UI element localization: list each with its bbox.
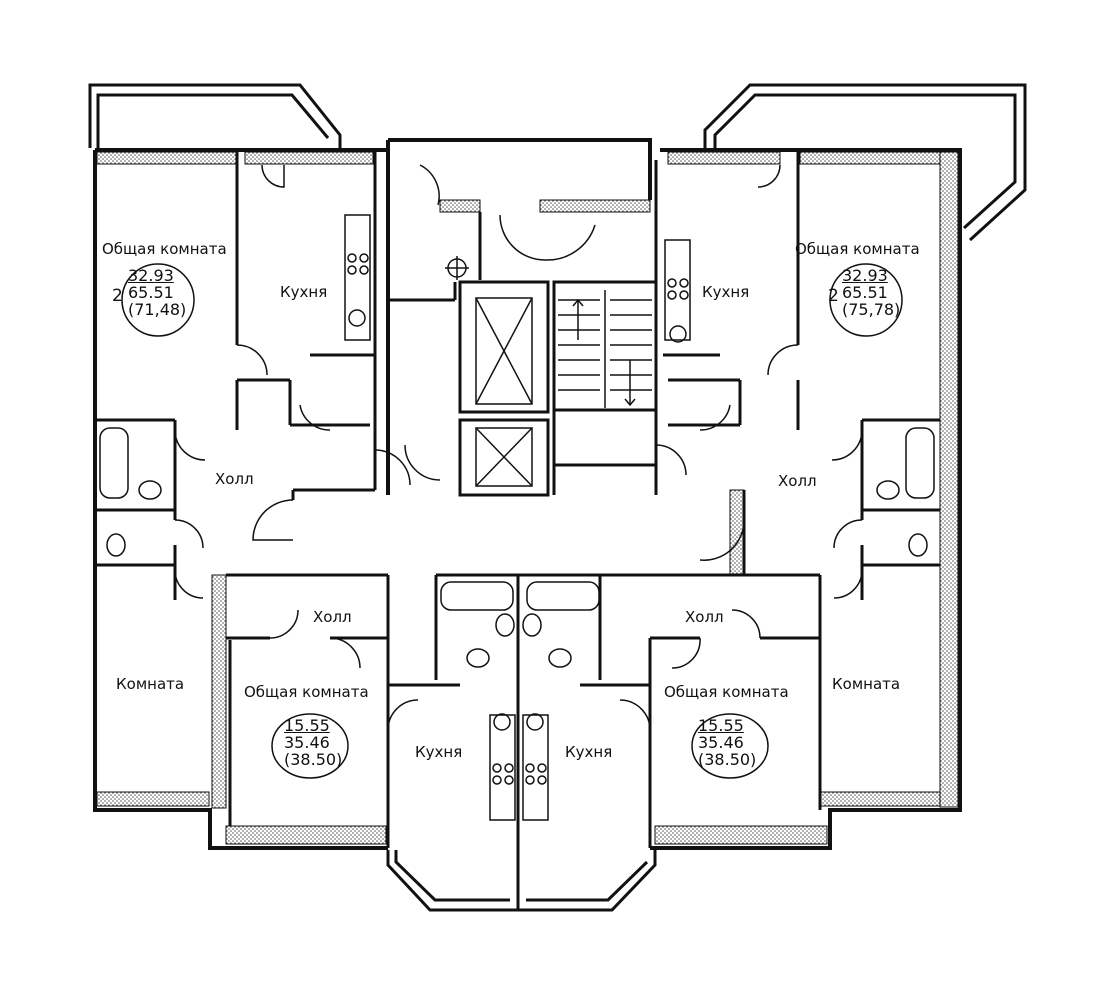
label-left-room: Комната: [116, 675, 185, 693]
label-bc-kitchen-left: Кухня: [415, 743, 463, 761]
living-area-tr: 32.93: [842, 266, 888, 285]
staircase: [558, 290, 652, 408]
area-block-bl: 15.55 35.46 (38.50): [284, 716, 343, 769]
rooms-count-tl: 2: [112, 286, 123, 306]
label-right-hall: Холл: [778, 472, 817, 490]
elevator-shafts: [475, 297, 533, 487]
living-area-tl: 32.93: [128, 266, 174, 285]
balcony-area-tl: (71,48): [128, 299, 187, 319]
label-br-living-room: Общая комната: [664, 683, 789, 701]
kitchen-stoves: [344, 214, 691, 821]
label-tr-kitchen: Кухня: [702, 283, 750, 301]
total-area-tr: 65.51: [842, 282, 888, 302]
label-left-hall: Холл: [215, 470, 254, 488]
label-bc-kitchen-right: Кухня: [565, 743, 613, 761]
toilets-sinks: [106, 480, 928, 668]
balconies: [88, 83, 1027, 912]
masonry-hatch: [96, 151, 959, 845]
balcony-area-tr: (75,78): [842, 299, 901, 319]
total-area-bl: 35.46: [284, 732, 330, 752]
living-area-br: 15.55: [698, 716, 744, 735]
label-bl-hall: Холл: [313, 608, 352, 626]
area-circle-tl: [121, 263, 195, 337]
area-block-tr: 32.93 65.51 (75,78): [842, 266, 901, 319]
label-right-room: Комната: [832, 675, 901, 693]
living-area-bl: 15.55: [284, 716, 330, 735]
total-area-tl: 65.51: [128, 282, 174, 302]
balcony-area-br: (38.50): [698, 749, 757, 769]
label-tl-living-room: Общая комната: [102, 240, 227, 258]
bathtubs: [99, 427, 935, 611]
door-swings: [174, 164, 863, 731]
label-br-hall: Холл: [685, 608, 724, 626]
balcony-area-bl: (38.50): [284, 749, 343, 769]
label-bl-living-room: Общая комната: [244, 683, 369, 701]
area-block-tl: 32.93 65.51 (71,48): [128, 266, 187, 319]
outer-walls: [93, 138, 962, 850]
area-circle-br: [691, 713, 769, 779]
area-circle-tr: [829, 263, 903, 337]
rooms-count-tr: 2: [828, 286, 839, 306]
partitions: [97, 152, 940, 850]
total-area-br: 35.46: [698, 732, 744, 752]
label-tr-living-room: Общая комната: [795, 240, 920, 258]
area-circle-bl: [271, 713, 349, 779]
label-tl-kitchen: Кухня: [280, 283, 328, 301]
area-block-br: 15.55 35.46 (38.50): [698, 716, 757, 769]
